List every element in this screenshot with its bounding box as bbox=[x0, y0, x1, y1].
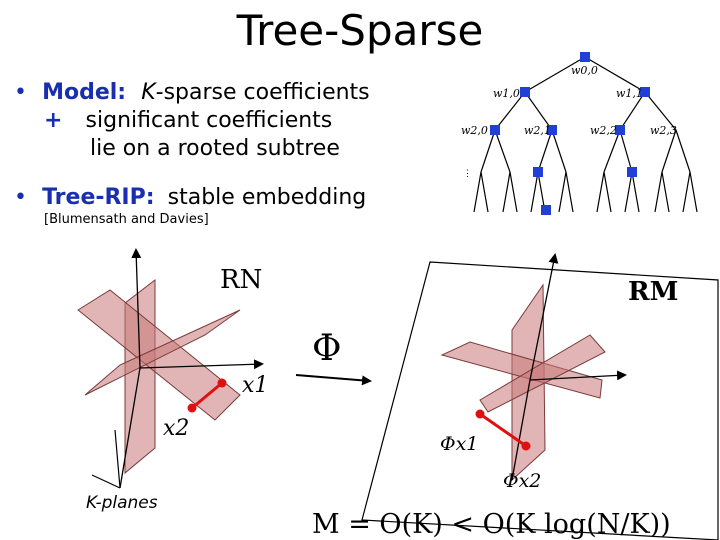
label-x2: x2 bbox=[163, 416, 189, 441]
mapping-arrow bbox=[295, 374, 372, 386]
node-label-w00: w0,0 bbox=[571, 64, 598, 77]
tree-node bbox=[615, 125, 625, 135]
slide-title: Tree-Sparse bbox=[236, 6, 484, 55]
tree-edge bbox=[584, 56, 646, 93]
tree-edge bbox=[494, 129, 511, 173]
tree-node bbox=[533, 167, 543, 177]
node-label-w11: w1,1 bbox=[616, 87, 643, 100]
model-text: -sparse coefficients bbox=[155, 80, 370, 105]
node-label-w21: w2,1 bbox=[524, 124, 551, 137]
tree-node bbox=[547, 125, 557, 135]
tree-edge bbox=[537, 129, 553, 173]
tree-node bbox=[580, 52, 590, 62]
tree-node bbox=[541, 205, 551, 215]
tree-node bbox=[520, 87, 530, 97]
proj-axis-c bbox=[511, 379, 531, 481]
space-label-rn: RN bbox=[220, 265, 262, 295]
tree-edge bbox=[480, 129, 496, 173]
point-x2 bbox=[187, 403, 197, 413]
label-phix1: Φx1 bbox=[440, 433, 478, 455]
projected-plane-diagonal bbox=[479, 334, 606, 413]
label-x1: x1 bbox=[242, 373, 268, 398]
k-variable: K bbox=[141, 80, 156, 105]
axis-x bbox=[139, 359, 264, 370]
tree-edge bbox=[644, 91, 677, 131]
model-label: Model: bbox=[42, 80, 127, 105]
phi-label: Φ bbox=[312, 328, 342, 369]
tree-ellipsis: ⋮ bbox=[463, 169, 472, 179]
k-plane-horizontal bbox=[84, 309, 241, 396]
pointer-line bbox=[114, 429, 121, 489]
pointer-line bbox=[91, 474, 121, 489]
segment-x1-x2 bbox=[191, 381, 223, 410]
bullet-dot: • bbox=[14, 80, 27, 105]
tree-rip-text: stable embedding bbox=[167, 185, 367, 210]
tree-node bbox=[627, 167, 637, 177]
node-label-w10: w1,0 bbox=[493, 87, 520, 100]
tree-edge bbox=[524, 91, 553, 131]
space-label-rm: RM bbox=[628, 277, 678, 307]
dimension-formula: M = O(K) < O(K log(N/K)) bbox=[312, 509, 671, 540]
tree-node bbox=[490, 125, 500, 135]
tree-edge bbox=[524, 56, 586, 93]
tree-edge bbox=[661, 129, 677, 173]
tree-edge bbox=[619, 129, 633, 173]
bullet-tree-rip: • Tree-RIP: stable embedding bbox=[14, 185, 366, 210]
point-phix2 bbox=[521, 441, 531, 451]
point-x1 bbox=[217, 378, 227, 388]
tree-edge bbox=[551, 129, 567, 173]
node-label-w22: w2,2 bbox=[590, 124, 617, 137]
proj-axis-a bbox=[529, 253, 559, 381]
projected-plane-horizontal bbox=[440, 341, 603, 399]
tree-edge bbox=[494, 91, 526, 131]
subspace-plane bbox=[361, 261, 719, 540]
node-label-w20: w2,0 bbox=[461, 124, 488, 137]
tree-diagram bbox=[473, 56, 698, 213]
proj-axis-b bbox=[529, 370, 627, 381]
axis-z bbox=[131, 248, 142, 369]
bullet-model: • Model: K-sparse coefficients bbox=[14, 80, 370, 105]
k-planes-caption: K-planes bbox=[86, 493, 158, 513]
bullet-model-line2: + significant coefficients bbox=[44, 108, 332, 133]
left-space bbox=[77, 248, 264, 489]
axis-y bbox=[119, 367, 141, 489]
bullet-dot: • bbox=[14, 185, 27, 210]
segment-phix1-phix2 bbox=[479, 412, 527, 448]
tree-rip-label: Tree-RIP: bbox=[42, 185, 155, 210]
plus-sign: + bbox=[44, 108, 63, 133]
tree-edge bbox=[675, 129, 691, 173]
right-space bbox=[361, 253, 719, 540]
point-phix1 bbox=[475, 409, 485, 419]
model-line2-text: significant coefficients bbox=[85, 108, 333, 133]
tree-edge bbox=[603, 129, 621, 173]
label-phix2: Φx2 bbox=[503, 470, 541, 492]
tree-nodes bbox=[490, 52, 650, 215]
node-label-w23: w2,3 bbox=[650, 124, 677, 137]
tree-node bbox=[640, 87, 650, 97]
tree-edge bbox=[619, 91, 646, 131]
citation: [Blumensath and Davies] bbox=[44, 212, 209, 227]
model-line3-text: lie on a rooted subtree bbox=[90, 136, 340, 161]
